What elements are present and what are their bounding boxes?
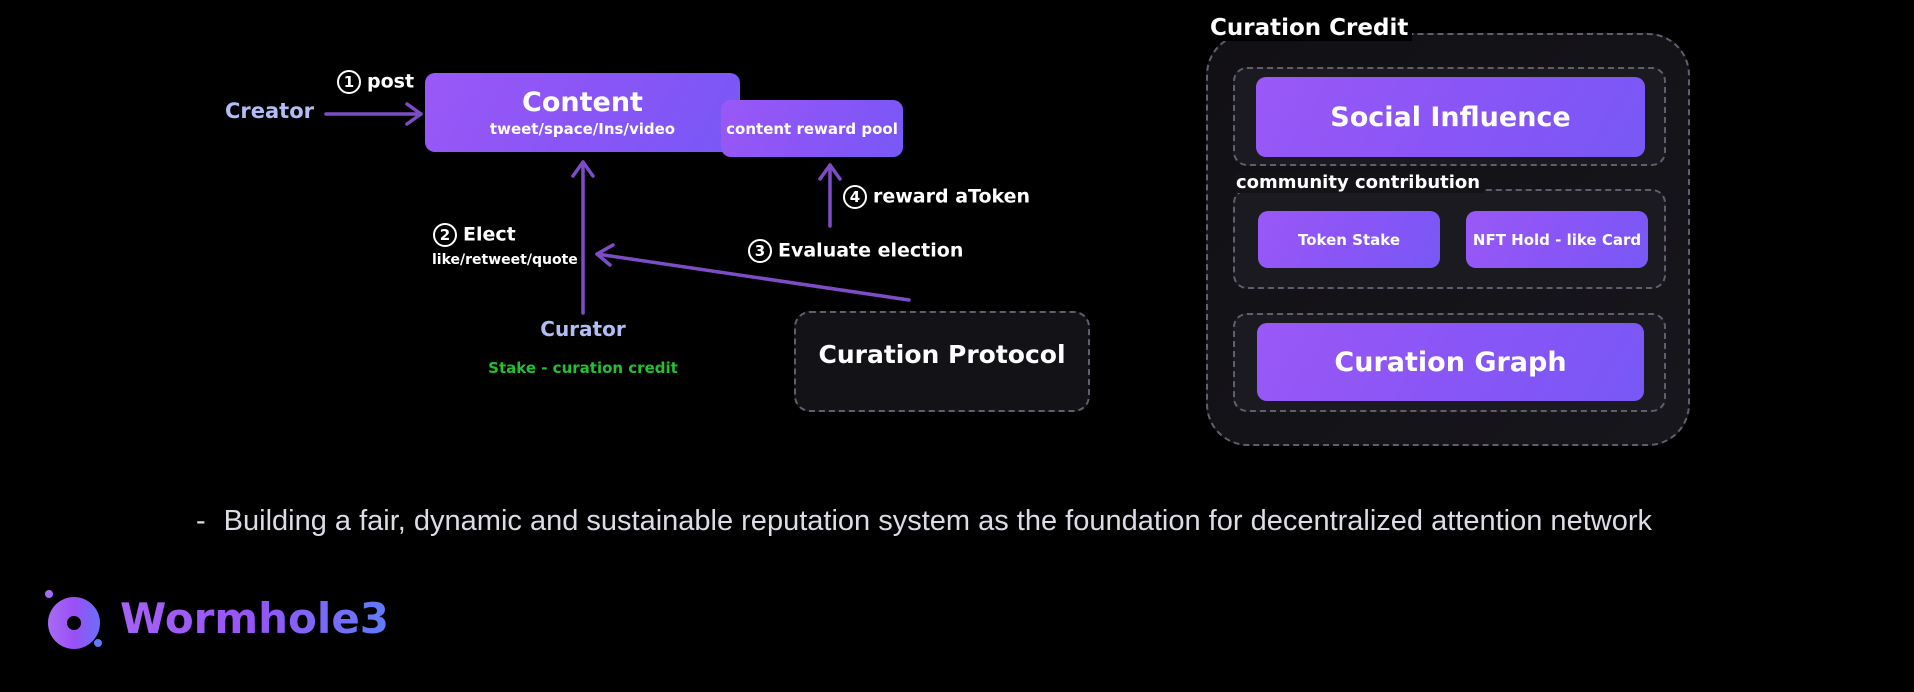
arrow-curator-to-content: [571, 160, 595, 315]
reward-pool-node: content reward pool: [721, 100, 903, 157]
content-subtitle: tweet/space/Ins/video: [489, 119, 676, 138]
wormhole3-logo-icon: [45, 590, 102, 649]
bullet-point: -Building a fair, dynamic and sustainabl…: [196, 505, 1652, 538]
step-number-icon: 2: [433, 223, 457, 247]
content-title: Content: [522, 86, 643, 118]
curation-credit-title: Curation Credit: [1210, 15, 1413, 41]
bullet-dash: -: [196, 505, 206, 537]
step3-text: Evaluate election: [778, 239, 964, 262]
step-number-icon: 3: [748, 239, 772, 263]
step-number-icon: 4: [843, 185, 867, 209]
arrow-evaluate-to-reward: [818, 163, 842, 228]
step2-text: Elect: [463, 223, 516, 246]
step3-label: 3 Evaluate election: [748, 239, 963, 263]
step1-label: 1 post: [337, 70, 414, 94]
step2-sub: like/retweet/quote: [432, 252, 578, 268]
step1-text: post: [367, 70, 415, 93]
curation-protocol-label: Curation Protocol: [818, 340, 1066, 369]
token-stake-node: Token Stake: [1258, 211, 1440, 268]
curation-graph-node: Curation Graph: [1257, 323, 1644, 401]
community-contribution-label: community contribution: [1236, 172, 1485, 193]
arrow-protocol-to-elect: [595, 243, 911, 302]
step4-text: reward aToken: [873, 185, 1031, 208]
step4-label: 4 reward aToken: [843, 185, 1030, 209]
social-influence-node: Social Influence: [1256, 77, 1645, 157]
bullet-text: Building a fair, dynamic and sustainable…: [223, 505, 1652, 537]
content-node: Content tweet/space/Ins/video: [425, 73, 740, 152]
curation-protocol-node: Curation Protocol: [794, 311, 1090, 412]
creator-label: Creator: [225, 99, 315, 123]
wormhole3-logo-text: Wormhole3: [120, 594, 390, 643]
arrow-creator-to-content: [324, 102, 423, 126]
step-number-icon: 1: [337, 70, 361, 94]
nft-hold-node: NFT Hold - like Card: [1466, 211, 1648, 268]
step2-label: 2 Elect: [433, 223, 516, 247]
curator-stake-note: Stake - curation credit: [488, 359, 678, 377]
curator-label: Curator: [540, 317, 626, 341]
